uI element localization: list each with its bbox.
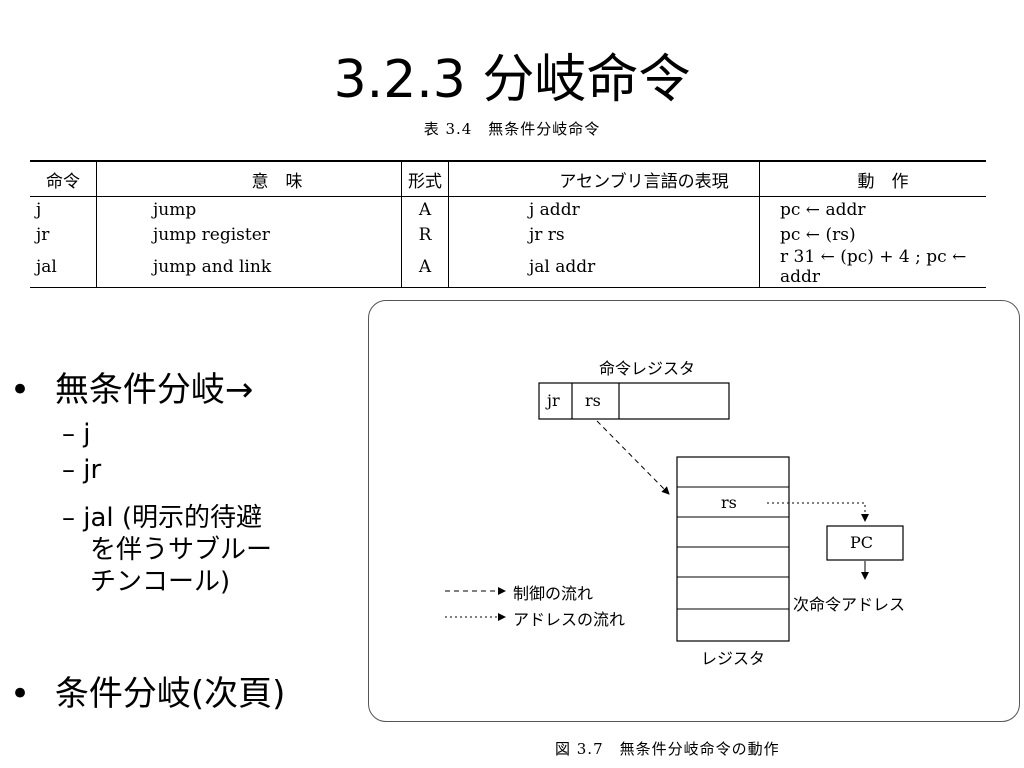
bullet-dot: • <box>10 370 31 410</box>
control-flow-arrow <box>596 420 670 495</box>
cell-assembly: jr rs <box>448 222 760 247</box>
cell-operation: pc ← (rs) <box>780 224 856 245</box>
cell-format: A <box>401 247 449 288</box>
sub-bullet-jal-line2: を伴うサブルー <box>90 535 273 565</box>
register-entry-rs: rs <box>721 493 737 512</box>
unconditional-branch-diagram: 命令レジスタ jr rs rs レジスタ PC 次命令アドレス 制御の流れ アド… <box>368 300 1020 722</box>
cell-mnemonic: jr <box>30 222 97 247</box>
slide-title: 3.2.3 分岐命令 <box>333 50 691 110</box>
branch-instruction-table: 命令 意 味 形式 アセンブリ言語の表現 動 作 j jump A j addr… <box>30 160 986 288</box>
cell-assembly: j addr <box>448 196 760 222</box>
sub-bullet-text: jr <box>83 455 102 485</box>
cell-meaning: jump register <box>96 222 402 247</box>
cell-operation: r 31 ← (pc) + 4 ; pc ← addr <box>759 247 986 288</box>
cell-operation: pc ← addr <box>780 199 866 220</box>
legend-address-label: アドレスの流れ <box>513 610 626 629</box>
table-row: jr jump register R jr rs pc ← (rs) <box>30 222 986 247</box>
bullet-text: 条件分岐(次頁) <box>54 674 286 714</box>
table-caption: 表 3.4 無条件分岐命令 <box>423 120 601 138</box>
bullet-text: 無条件分岐→ <box>54 370 254 410</box>
header-mnemonic: 命令 <box>30 160 97 197</box>
ir-field-rs: rs <box>585 391 601 410</box>
bullet-dot: • <box>10 674 31 714</box>
sub-bullet-jal-line3: チンコール) <box>90 567 231 597</box>
cell-mnemonic: j <box>30 196 97 222</box>
cell-assembly: jal addr <box>448 247 760 288</box>
pc-box <box>826 525 904 561</box>
register-file-box <box>676 456 790 642</box>
next-address-label: 次命令アドレス <box>793 595 906 614</box>
cell-format: R <box>401 222 449 247</box>
cell-meaning: jump <box>96 196 402 222</box>
table-row: j jump A j addr pc ← addr <box>30 196 986 222</box>
instruction-register-label: 命令レジスタ <box>599 359 696 378</box>
register-file-label: レジスタ <box>701 649 766 668</box>
cell-meaning: jump and link <box>96 247 402 288</box>
diagram-lines <box>445 382 904 642</box>
instruction-register-box <box>538 382 730 420</box>
table-header-row: 命令 意 味 形式 アセンブリ言語の表現 動 作 <box>30 160 986 197</box>
sub-bullet-dash: – <box>62 455 75 485</box>
bullet-conditional: • 条件分岐(次頁) <box>10 666 285 715</box>
sub-bullet-j: – j <box>62 418 91 450</box>
sub-bullet-jr: – jr <box>62 454 101 486</box>
header-assembly: アセンブリ言語の表現 <box>448 160 760 197</box>
pc-label: PC <box>850 533 874 552</box>
cell-format: A <box>401 196 449 222</box>
sub-bullet-text: j <box>83 419 91 449</box>
figure-caption: 図 3.7 無条件分岐命令の動作 <box>555 740 780 758</box>
header-meaning: 意 味 <box>96 160 402 197</box>
table-row: jal jump and link A jal addr r 31 ← (pc)… <box>30 247 986 288</box>
header-format: 形式 <box>401 160 449 197</box>
legend-control-label: 制御の流れ <box>513 584 594 603</box>
header-operation: 動 作 <box>759 160 986 197</box>
sub-bullet-dash: – <box>62 503 75 533</box>
address-flow-arrow <box>767 502 869 522</box>
sub-bullet-text: jal (明示的待避 <box>83 503 263 533</box>
sub-bullet-jal: – jal (明示的待避 <box>62 502 262 534</box>
bullet-unconditional: • 無条件分岐→ <box>10 362 253 411</box>
cell-mnemonic: jal <box>30 247 97 288</box>
ir-field-opcode: jr <box>547 391 560 410</box>
sub-bullet-dash: – <box>62 419 75 449</box>
